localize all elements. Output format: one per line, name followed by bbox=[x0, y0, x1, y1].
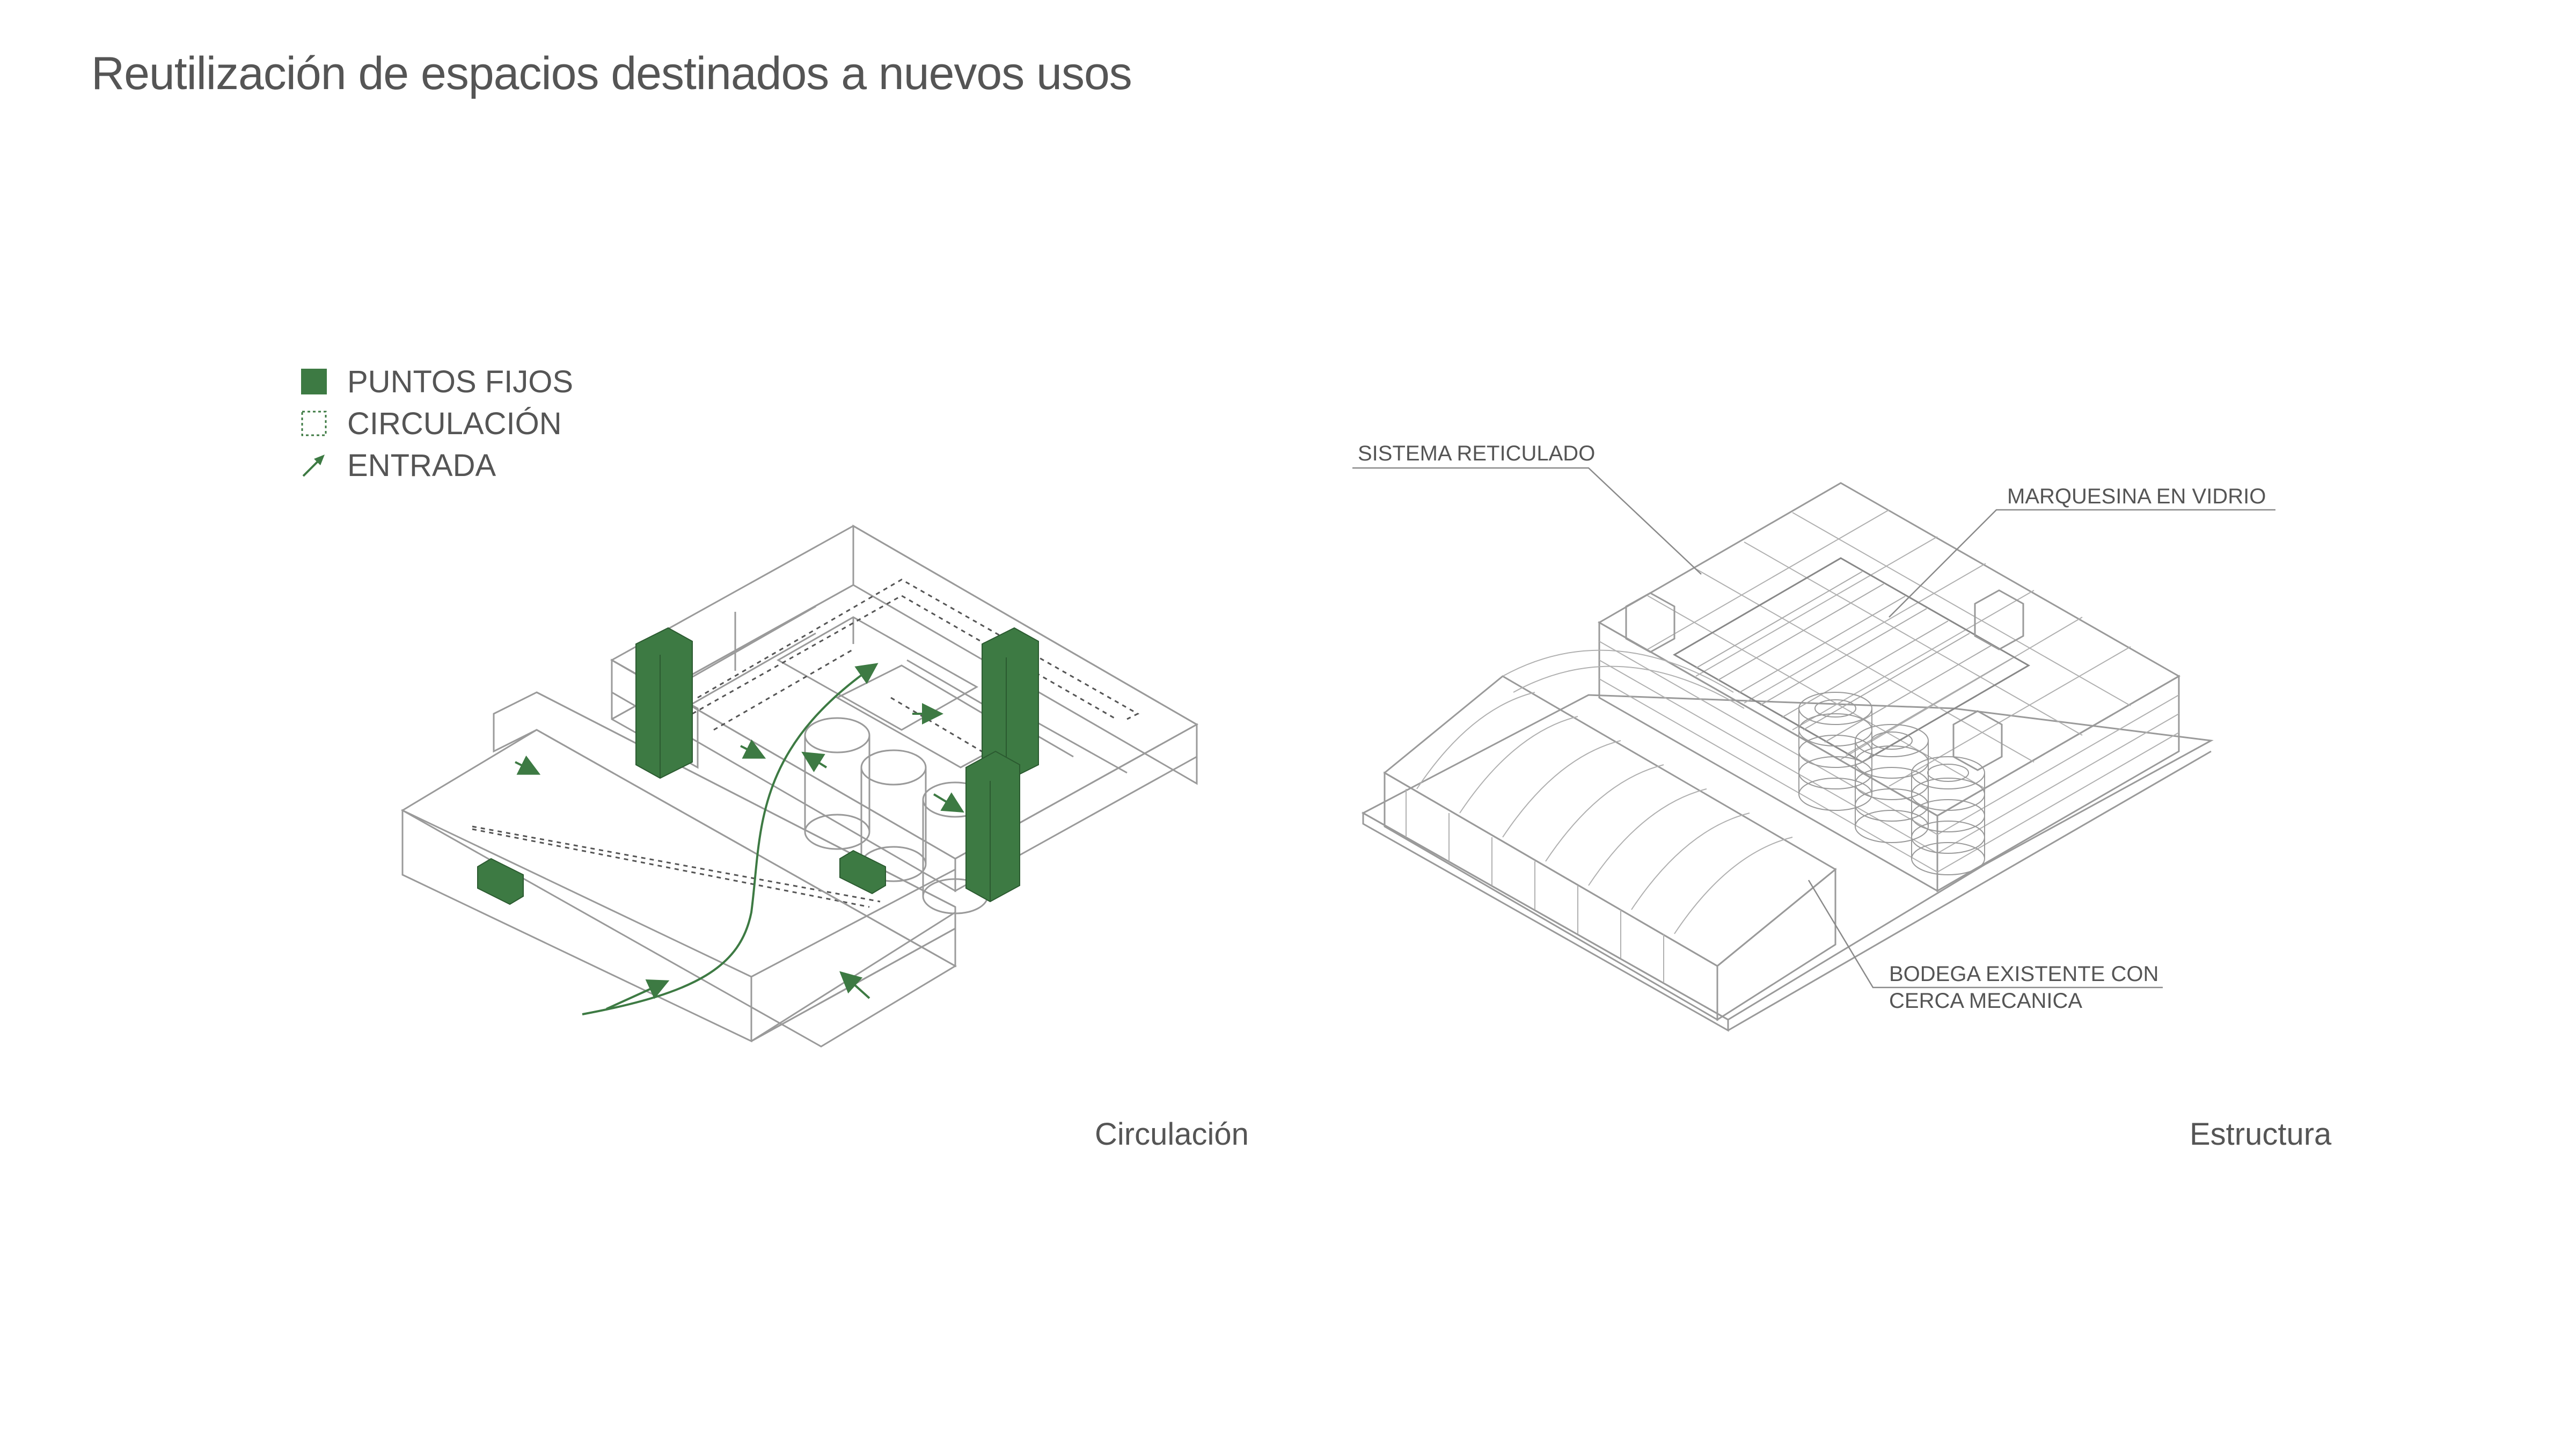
page-title: Reutilización de espacios destinados a n… bbox=[91, 48, 1132, 99]
annotation-sistema: SISTEMA RETICULADO bbox=[1358, 442, 1596, 465]
entrance-arrows bbox=[515, 663, 964, 1015]
solid-green-square-icon bbox=[298, 365, 330, 398]
legend-label: CIRCULACIÓN bbox=[347, 406, 562, 441]
legend-item-entrada: ENTRADA bbox=[298, 444, 573, 486]
legend-label: PUNTOS FIJOS bbox=[347, 364, 574, 399]
circulation-diagram bbox=[401, 524, 1199, 1048]
dotted-square-icon bbox=[298, 407, 330, 440]
legend: PUNTOS FIJOS CIRCULACIÓN ENTRADA bbox=[298, 361, 573, 486]
legend-item-puntos-fijos: PUNTOS FIJOS bbox=[298, 361, 573, 402]
annotation-leaders bbox=[1352, 467, 2275, 989]
legend-item-circulacion: CIRCULACIÓN bbox=[298, 402, 573, 444]
annotation-bodega-line2: CERCA MECANICA bbox=[1889, 989, 2083, 1013]
annotation-marquesina: MARQUESINA EN VIDRIO bbox=[2007, 485, 2266, 508]
arrow-icon bbox=[298, 449, 330, 481]
caption-circulacion: Circulación bbox=[1095, 1117, 1249, 1152]
structure-diagram bbox=[1361, 482, 2214, 1032]
fixed-points bbox=[477, 627, 1039, 905]
legend-label: ENTRADA bbox=[347, 448, 496, 483]
annotation-bodega-line1: BODEGA EXISTENTE CON bbox=[1889, 962, 2159, 986]
caption-estructura: Estructura bbox=[2190, 1117, 2332, 1152]
